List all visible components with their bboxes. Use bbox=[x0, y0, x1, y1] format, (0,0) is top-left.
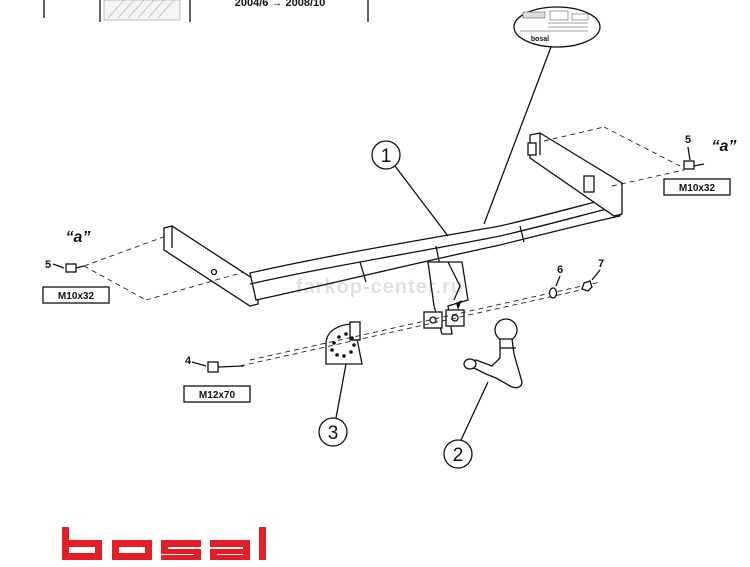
id-plate: bosal bbox=[483, 6, 601, 225]
years-text: 2004/6 → 2008/10 bbox=[235, 0, 326, 9]
washer-6: 6 bbox=[548, 264, 563, 299]
watermark-text: farkop-center.ru bbox=[296, 276, 464, 298]
callout-3-number: 3 bbox=[328, 423, 339, 444]
bolt-right-5: “a” 5 M10x32 bbox=[663, 134, 737, 196]
assembly-lines bbox=[83, 126, 685, 367]
tow-ball-part-2 bbox=[463, 318, 523, 389]
crossbeam-part-1 bbox=[163, 132, 623, 335]
bolt-right-number: 5 bbox=[685, 134, 691, 146]
callout-2-number: 2 bbox=[453, 445, 464, 466]
nut-number: 7 bbox=[598, 258, 604, 270]
callout-1-number: 1 bbox=[381, 146, 392, 167]
bolt-left-5: “a” 5 M10x32 bbox=[42, 229, 110, 304]
bolt-left-size: M10x32 bbox=[58, 291, 95, 302]
bolt-right-size: M10x32 bbox=[679, 183, 716, 194]
socket-holes bbox=[330, 332, 356, 358]
bosal-logo bbox=[62, 527, 266, 560]
callout-1: 1 bbox=[371, 140, 449, 237]
socket-plate-part-3 bbox=[325, 321, 363, 365]
bolt-left-marker: “a” bbox=[66, 229, 91, 246]
callout-3: 3 bbox=[318, 363, 348, 447]
nut-7: 7 bbox=[581, 258, 604, 292]
bolt-right-marker: “a” bbox=[712, 138, 737, 155]
bolt-left-number: 5 bbox=[45, 259, 51, 271]
bolt-ball-size: M12x70 bbox=[199, 390, 236, 401]
bolt-ball-number: 4 bbox=[185, 355, 192, 367]
callout-2: 2 bbox=[443, 381, 489, 469]
washer-number: 6 bbox=[557, 264, 563, 276]
bolt-ball-4: 4 M12x70 bbox=[183, 355, 251, 403]
header-fragment: 2004/6 → 2008/10 bbox=[43, 0, 369, 22]
plate-brand-text: bosal bbox=[531, 36, 549, 43]
